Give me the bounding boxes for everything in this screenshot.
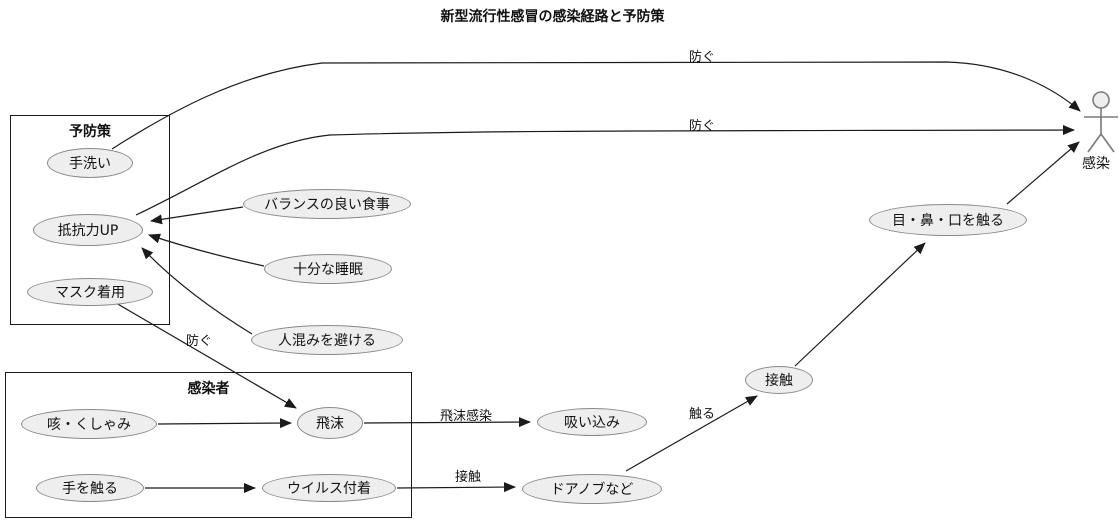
diagram-title: 新型流行性感冒の感染経路と予防策 [440,9,665,25]
edge-label-droplet-infection: 飛沫感染 [440,409,493,424]
edge-droplets-to-inhale [363,417,531,428]
edge-label-touch: 触る [689,407,716,422]
usecase-hand-wash: 手洗い [47,148,133,178]
edge-diet-to-resistance [150,206,244,225]
edge-label-prevent-top: 防ぐ [689,50,716,65]
actor-leg-left [1087,133,1102,153]
usecase-label: 接触 [765,373,793,389]
edge-label-prevent-mid: 防ぐ [689,119,716,134]
edge-mask-to-droplets [115,302,297,409]
edge-toucheyes-to-infection [1006,141,1080,205]
edge-virus-to-doorknob [396,482,516,493]
edge-cough-to-droplets [157,418,292,429]
usecase-inhale: 吸い込み [537,408,647,436]
edge-label-prevent-mask: 防ぐ [186,334,213,349]
edge-contact-to-toucheyes [794,242,926,367]
usecase-touch-eyes-nose-mouth: 目・鼻・口を触る [869,204,1027,236]
usecase-cough-sneeze: 咳・くしゃみ [21,409,157,439]
usecase-contact: 接触 [745,366,813,394]
usecase-label: ウイルス付着 [287,481,371,497]
actor-head [1092,91,1110,109]
usecase-label: ドアノブなど [550,482,634,498]
edge-crowds-to-resistance [141,247,253,335]
usecase-balanced-diet: バランスの良い食事 [243,189,411,219]
usecase-label: 吸い込み [564,415,620,431]
edge-resistance-to-infection [135,125,1075,216]
usecase-droplets: 飛沫 [297,407,363,439]
usecase-label: 抵抗力UP [57,223,119,239]
usecase-enough-sleep: 十分な睡眠 [264,254,392,284]
usecase-resistance-up: 抵抗力UP [33,214,143,246]
usecase-label: バランスの良い食事 [264,197,390,213]
edge-doorknob-to-contact [625,395,758,472]
actor-infection-label: 感染 [1082,156,1110,172]
usecase-doorknob: ドアノブなど [522,474,662,504]
usecase-avoid-crowds: 人混みを避ける [251,325,403,355]
edge-label-contact: 接触 [455,470,482,485]
usecase-label: 目・鼻・口を触る [892,213,1004,229]
usecase-virus-attach: ウイルス付着 [262,474,396,502]
usecase-label: 手洗い [69,156,111,172]
actor-leg-right [1100,133,1115,153]
usecase-label: 十分な睡眠 [293,262,363,278]
usecase-label: マスク着用 [55,285,125,301]
usecase-label: 咳・くしゃみ [47,417,131,433]
package-infected-label: 感染者 [187,381,230,397]
package-prevention-label: 予防策 [69,124,111,140]
usecase-mask: マスク着用 [27,278,153,306]
edge-sleep-to-resistance [148,233,265,267]
actor-infection [1084,91,1118,153]
edge-handwash-to-infection [111,61,1081,150]
usecase-touch-hand: 手を触る [36,474,144,502]
usecase-label: 人混みを避ける [278,333,376,349]
usecase-label: 手を触る [62,481,118,497]
usecase-label: 飛沫 [316,416,344,432]
